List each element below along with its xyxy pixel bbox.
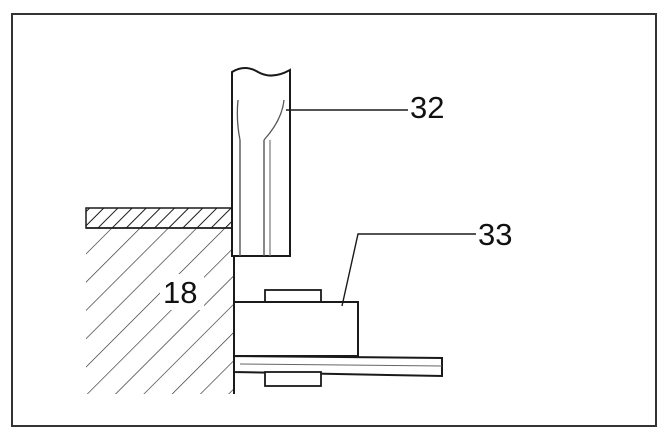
leader-line-33	[341, 233, 476, 307]
surface-strip	[85, 207, 235, 229]
label-32: 32	[410, 90, 444, 125]
bracket-block-33	[233, 301, 359, 357]
label-18-background	[160, 274, 204, 310]
label-18: 18	[163, 275, 197, 310]
lower-nut	[264, 371, 322, 387]
base-block-18	[86, 228, 234, 394]
shaft-32	[231, 67, 291, 257]
outer-border	[11, 13, 657, 427]
label-33: 33	[478, 217, 512, 252]
bracket-arm	[233, 354, 443, 378]
bracket-arm-inner	[239, 363, 443, 367]
